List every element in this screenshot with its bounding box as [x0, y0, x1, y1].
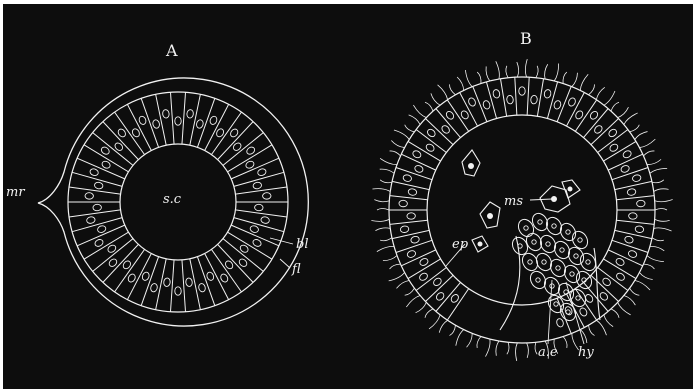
label-ms: ms — [504, 194, 523, 209]
label-archenteron-epithelium: a.e — [538, 345, 558, 360]
label-segmentation-cavity: s.c — [163, 192, 182, 207]
epithelial-nucleus — [478, 242, 483, 247]
mesenchyme-nucleus — [468, 163, 474, 169]
label-mr: mr — [6, 185, 25, 200]
plate-background — [3, 4, 693, 389]
label-bl: bl — [296, 237, 308, 252]
mesenchyme-nucleus — [487, 213, 493, 219]
label-fl: fl — [291, 262, 301, 277]
mesenchyme-nucleus — [568, 187, 573, 192]
panel-b-heading: B — [520, 29, 532, 48]
panel-a-heading: A — [165, 41, 178, 60]
label-hy: hy — [578, 345, 594, 360]
